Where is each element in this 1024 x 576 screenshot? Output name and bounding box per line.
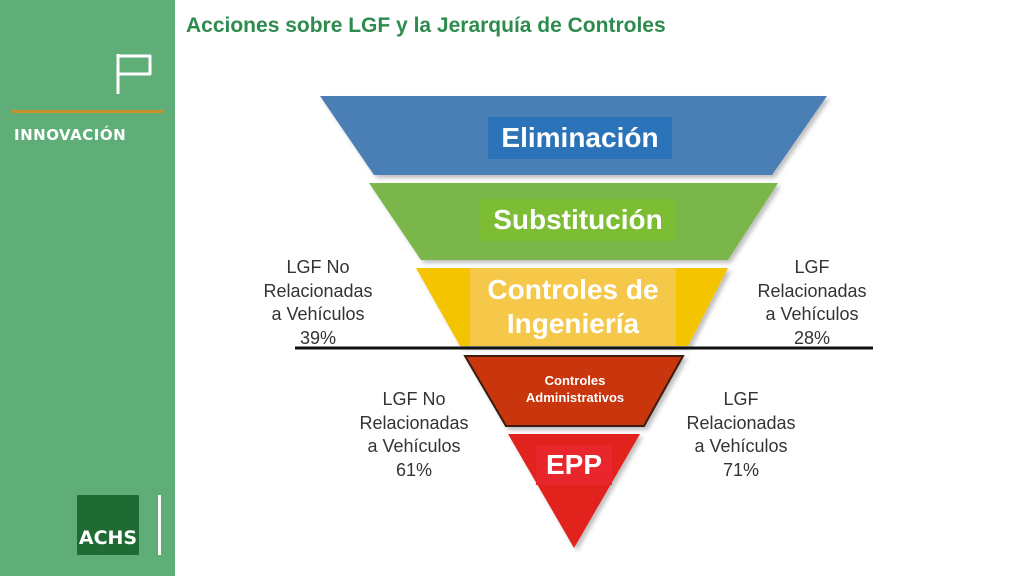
level-substitucion-label: Substitución <box>480 199 676 241</box>
level-administrativos-band <box>463 355 685 427</box>
annotation-line: Relacionadas <box>359 412 469 433</box>
annotation-percent: 39% <box>299 327 337 348</box>
section-label: INNOVACIÓN <box>14 126 127 144</box>
annotation-percent: 71% <box>722 459 760 480</box>
sidebar-divider <box>12 110 164 113</box>
annotation-lower-right: LGF Relacionadas a Vehículos 71% <box>671 388 811 482</box>
page-title: Acciones sobre LGF y la Jerarquía de Con… <box>186 14 666 37</box>
annotation-line: LGF <box>794 257 830 277</box>
sidebar: INNOVACIÓN ACHS <box>0 0 175 576</box>
annotation-line: a Vehículos <box>694 436 788 456</box>
level-ingenieria-label: Controles de Ingeniería <box>470 268 676 346</box>
annotation-line: a Vehículos <box>367 436 461 456</box>
annotation-line: LGF No <box>286 257 350 277</box>
level-ingenieria-line2: Ingeniería <box>506 308 640 339</box>
annotation-line: Relacionadas <box>263 280 373 301</box>
annotation-upper-left: LGF No Relacionadas a Vehículos 39% <box>248 256 388 350</box>
level-ingenieria-line1: Controles de <box>487 274 659 305</box>
annotation-line: LGF <box>723 389 759 409</box>
flag-icon <box>116 54 152 94</box>
annotation-line: LGF No <box>382 389 446 409</box>
annotation-percent: 28% <box>793 327 831 348</box>
level-administrativos-label: Controles Administrativos <box>495 372 655 406</box>
annotation-line: a Vehículos <box>765 304 859 324</box>
logo-divider <box>158 495 161 555</box>
level-eliminacion-label: Eliminación <box>488 117 672 159</box>
level-administrativos-line2: Administrativos <box>525 390 625 405</box>
annotation-lower-left: LGF No Relacionadas a Vehículos 61% <box>344 388 484 482</box>
annotation-line: Relacionadas <box>686 412 796 433</box>
level-administrativos-line1: Controles <box>544 373 606 388</box>
annotation-line: a Vehículos <box>271 304 365 324</box>
annotation-line: Relacionadas <box>757 280 867 301</box>
level-epp-label: EPP <box>536 445 612 485</box>
annotation-percent: 61% <box>395 459 433 480</box>
annotation-upper-right: LGF Relacionadas a Vehículos 28% <box>742 256 882 350</box>
achs-logo: ACHS <box>77 495 139 555</box>
